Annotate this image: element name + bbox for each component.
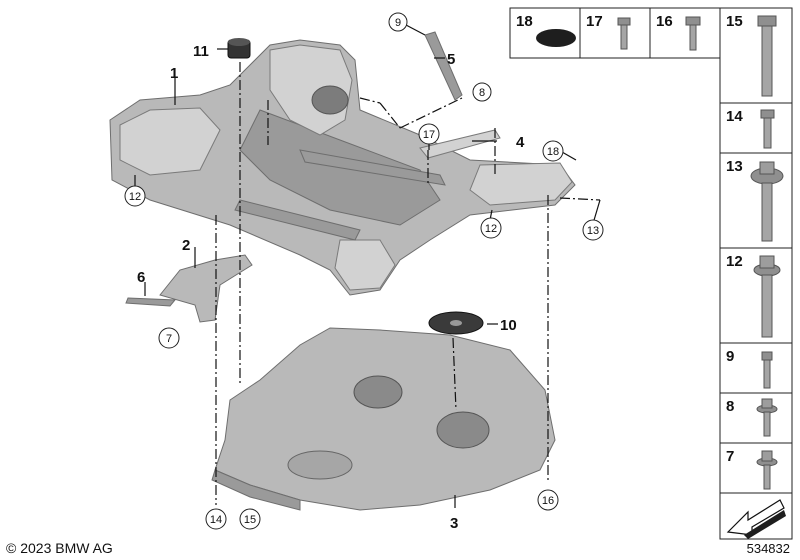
- strip-6-illustration: [125, 297, 177, 307]
- screw-icon: [761, 351, 773, 389]
- bracket-2-illustration: [159, 254, 253, 323]
- svg-text:17: 17: [423, 129, 435, 141]
- svg-text:9: 9: [395, 17, 401, 29]
- callout-15: 15: [239, 508, 261, 530]
- front-subframe-illustration: [109, 39, 576, 296]
- legend-right-column: 15 14 13 12: [719, 7, 793, 540]
- label-part-2: 2: [182, 237, 190, 254]
- svg-text:15: 15: [726, 13, 743, 30]
- legend-cell-9: 9: [726, 348, 773, 389]
- flange-bolt-icon: [756, 398, 778, 437]
- legend-cell-8: 8: [726, 398, 778, 437]
- bolt-icon: [685, 16, 701, 51]
- long-bolt-icon: [757, 15, 777, 97]
- diagram-number: 534832: [746, 541, 790, 556]
- plug-icon: [536, 29, 576, 47]
- legend-cell-16: 16: [656, 13, 701, 51]
- legend-cell-18: 18: [516, 13, 576, 47]
- flange-bolt-icon: [753, 255, 781, 338]
- svg-text:7: 7: [726, 448, 734, 465]
- callout-16: 16: [537, 489, 559, 511]
- callout-12-left: 12: [124, 185, 146, 207]
- svg-text:7: 7: [166, 333, 172, 345]
- flange-bolt-icon: [756, 450, 778, 490]
- callout-8: 8: [472, 82, 492, 102]
- legend-cell-14: 14: [726, 108, 775, 149]
- label-part-4: 4: [516, 134, 525, 151]
- copyright-notice: © 2023 BMW AG: [6, 540, 113, 556]
- legend-cell-15: 15: [726, 13, 777, 97]
- bolt-icon: [617, 17, 631, 50]
- cover-10-illustration: [428, 311, 484, 335]
- label-part-1: 1: [170, 65, 178, 82]
- svg-text:12: 12: [726, 253, 743, 270]
- callout-7: 7: [158, 327, 180, 349]
- callout-14: 14: [205, 508, 227, 530]
- assembly-lines: [215, 62, 601, 505]
- legend-top-row: 18 17 16: [509, 7, 721, 59]
- flange-bolt-icon: [750, 161, 784, 242]
- legend-cell-7: 7: [726, 448, 778, 490]
- legend-cell-13: 13: [726, 158, 784, 242]
- svg-text:18: 18: [547, 146, 559, 158]
- label-part-5: 5: [447, 51, 455, 68]
- label-part-10: 10: [500, 317, 517, 334]
- legend-cell-17: 17: [586, 13, 631, 50]
- svg-text:16: 16: [542, 495, 554, 507]
- legend-cell-12: 12: [726, 253, 781, 338]
- rubber-mount-illustration: [227, 38, 251, 59]
- svg-text:8: 8: [726, 398, 734, 415]
- callout-18: 18: [542, 140, 564, 162]
- svg-text:14: 14: [726, 108, 743, 125]
- underbody-shield-illustration: [211, 327, 556, 511]
- strut-5-illustration: [424, 31, 463, 101]
- label-part-3: 3: [450, 515, 458, 532]
- svg-text:16: 16: [656, 13, 673, 30]
- svg-text:12: 12: [129, 191, 141, 203]
- direction-arrow-icon: [726, 499, 786, 539]
- label-part-6: 6: [137, 269, 145, 286]
- svg-text:14: 14: [210, 514, 222, 526]
- svg-text:18: 18: [516, 13, 533, 30]
- bolt-icon: [760, 109, 775, 149]
- svg-text:9: 9: [726, 348, 734, 365]
- svg-text:13: 13: [726, 158, 743, 175]
- callouts: 9 8 17 18 12 12 13 7: [124, 12, 604, 530]
- callout-13: 13: [582, 219, 604, 241]
- main-labels: 1 11 2 6 4 5 10 3: [137, 43, 525, 532]
- bracket-4-illustration: [419, 129, 501, 159]
- callout-9: 9: [388, 12, 408, 32]
- svg-text:8: 8: [479, 87, 485, 99]
- label-part-11: 11: [193, 43, 209, 60]
- callout-12-right: 12: [480, 217, 502, 239]
- svg-text:13: 13: [587, 225, 599, 237]
- svg-text:17: 17: [586, 13, 603, 30]
- svg-text:12: 12: [485, 223, 497, 235]
- callout-17: 17: [418, 123, 440, 145]
- svg-text:15: 15: [244, 514, 256, 526]
